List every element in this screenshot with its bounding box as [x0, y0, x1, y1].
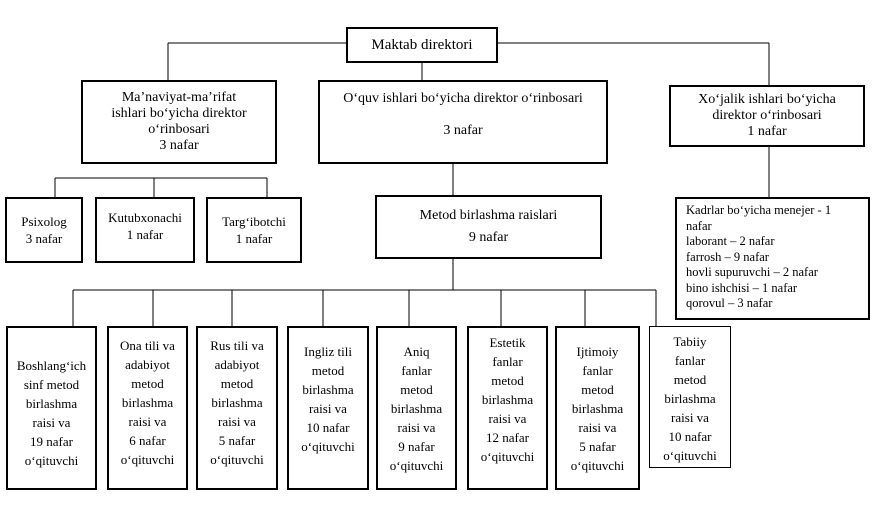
group-line: birlashma [211, 395, 263, 410]
staff-name: Kutubxonachi [108, 210, 182, 225]
group-line: 10 nafar [306, 420, 350, 435]
psixolog-box: Psixolog 3 nafar [5, 197, 83, 263]
staff-name: Targ‘ibotchi [222, 214, 286, 229]
economic-staff-line: qorovul – 3 nafar [686, 296, 773, 310]
group-line: raisi va [578, 420, 617, 435]
method-heads-title: Metod birlashma raislari [419, 208, 558, 223]
group-line: o‘qituvchi [301, 439, 355, 454]
group-line: o‘qituvchi [210, 452, 264, 467]
method-heads-box: Metod birlashma raislari 9 nafar [375, 195, 602, 259]
kutubxonachi-box: Kutubxonachi 1 nafar [95, 197, 195, 263]
method-heads-count: 9 nafar [468, 230, 509, 245]
group-line: o‘qituvchi [120, 452, 175, 467]
economic-deputy-line: direktor o‘rinbosari [712, 108, 822, 123]
method-group-exact-box: Aniq fanlar metod birlashma raisi va 9 n… [376, 326, 457, 490]
group-line: metod [131, 376, 164, 391]
group-line: Ona tili va [120, 338, 175, 353]
group-line: Ingliz tili [303, 344, 353, 359]
group-line: raisi va [128, 414, 167, 429]
economic-staff-box: Kadrlar bo‘yicha menejer - 1 nafar labor… [675, 197, 870, 320]
academic-deputy-count: 3 nafar [443, 123, 483, 138]
economic-staff-line: hovli supuruvchi – 2 nafar [686, 265, 818, 279]
group-line: metod [311, 363, 345, 378]
group-line: metod [581, 382, 614, 397]
economic-staff-line: nafar [686, 218, 712, 233]
staff-count: 1 nafar [126, 227, 164, 242]
method-group-uzbek-box: Ona tili va adabiyot metod birlashma rai… [107, 326, 188, 490]
group-line: raisi va [671, 410, 709, 425]
economic-deputy-count: 1 nafar [747, 124, 787, 139]
group-line: fanlar [492, 354, 523, 369]
spiritual-deputy-box: Ma’naviyat-ma’rifat ishlari bo‘yicha dir… [81, 80, 277, 164]
economic-deputy-box: Xo‘jalik ishlari bo‘yicha direktor o‘rin… [669, 85, 865, 147]
staff-count: 3 nafar [25, 231, 63, 246]
group-line: raisi va [397, 420, 436, 435]
group-line: adabiyot [214, 357, 260, 372]
group-line: 9 nafar [398, 439, 435, 454]
group-line: raisi va [488, 411, 527, 426]
group-line: birlashma [390, 401, 443, 416]
method-group-primary-box: Boshlang‘ich sinf metod birlashma raisi … [6, 326, 97, 490]
method-group-aesthetic-box: Estetik fanlar metod birlashma raisi va … [467, 326, 548, 490]
economic-deputy-line: Xo‘jalik ishlari bo‘yicha [698, 92, 836, 107]
staff-name: Psixolog [21, 214, 67, 229]
group-line: fanlar [401, 363, 432, 378]
economic-staff-line: farrosh – 9 nafar [686, 249, 769, 264]
staff-count: 1 nafar [235, 231, 273, 246]
group-line: Boshlang‘ich [16, 358, 87, 373]
method-group-russian-box: Rus tili va adabiyot metod birlashma rai… [196, 326, 278, 490]
group-line: fanlar [582, 363, 613, 378]
group-line: Tabiiy [673, 334, 707, 349]
group-line: o‘qituvchi [663, 448, 717, 463]
group-line: 10 nafar [668, 429, 712, 444]
group-line: 12 nafar [486, 430, 529, 445]
group-line: Rus tili va [210, 338, 264, 353]
spiritual-deputy-count: 3 nafar [159, 138, 199, 153]
economic-staff-line: bino ishchisi – 1 nafar [686, 280, 798, 295]
spiritual-deputy-line: Ma’naviyat-ma’rifat [121, 90, 237, 105]
group-line: metod [220, 376, 254, 391]
group-line: sinf metod [23, 377, 80, 392]
director-box: Maktab direktori [346, 27, 498, 63]
group-line: 5 nafar [579, 439, 616, 454]
group-line: birlashma [481, 392, 534, 407]
group-line: Estetik [489, 335, 526, 350]
group-line: metod [400, 382, 433, 397]
spiritual-deputy-line: o‘rinbosari [148, 122, 210, 137]
group-line: o‘qituvchi [480, 449, 535, 464]
method-group-social-box: Ijtimoiy fanlar metod birlashma raisi va… [555, 326, 640, 490]
academic-deputy-title: O‘quv ishlari bo‘yicha direktor o‘rinbos… [343, 91, 583, 106]
group-line: fanlar [674, 353, 706, 368]
academic-deputy-box: O‘quv ishlari bo‘yicha direktor o‘rinbos… [318, 80, 608, 164]
group-line: adabiyot [125, 357, 170, 372]
group-line: 19 nafar [30, 434, 73, 449]
economic-staff-line: Kadrlar bo‘yicha menejer - 1 [686, 203, 832, 217]
group-line: metod [673, 372, 707, 387]
targibotchi-box: Targ‘ibotchi 1 nafar [206, 197, 302, 263]
method-group-english-box: Ingliz tili metod birlashma raisi va 10 … [287, 326, 369, 490]
group-line: 6 nafar [129, 433, 166, 448]
group-line: o‘qituvchi [24, 453, 79, 468]
group-line: metod [491, 373, 524, 388]
group-line: Ijtimoiy [576, 344, 619, 359]
method-group-natural-box: Tabiiy fanlar metod birlashma raisi va 1… [649, 326, 731, 468]
group-line: o‘qituvchi [389, 458, 444, 473]
group-line: birlashma [121, 395, 174, 410]
group-line: Aniq [403, 344, 430, 359]
group-line: raisi va [32, 415, 71, 430]
group-line: raisi va [309, 401, 347, 416]
director-label: Maktab direktori [371, 36, 473, 53]
group-line: o‘qituvchi [570, 458, 625, 473]
group-line: raisi va [218, 414, 256, 429]
economic-staff-line: laborant – 2 nafar [686, 234, 775, 248]
spiritual-deputy-line: ishlari bo‘yicha direktor [111, 106, 247, 121]
group-line: birlashma [664, 391, 716, 406]
group-line: birlashma [25, 396, 78, 411]
group-line: birlashma [302, 382, 354, 397]
group-line: birlashma [571, 401, 624, 416]
group-line: 5 nafar [218, 433, 256, 448]
